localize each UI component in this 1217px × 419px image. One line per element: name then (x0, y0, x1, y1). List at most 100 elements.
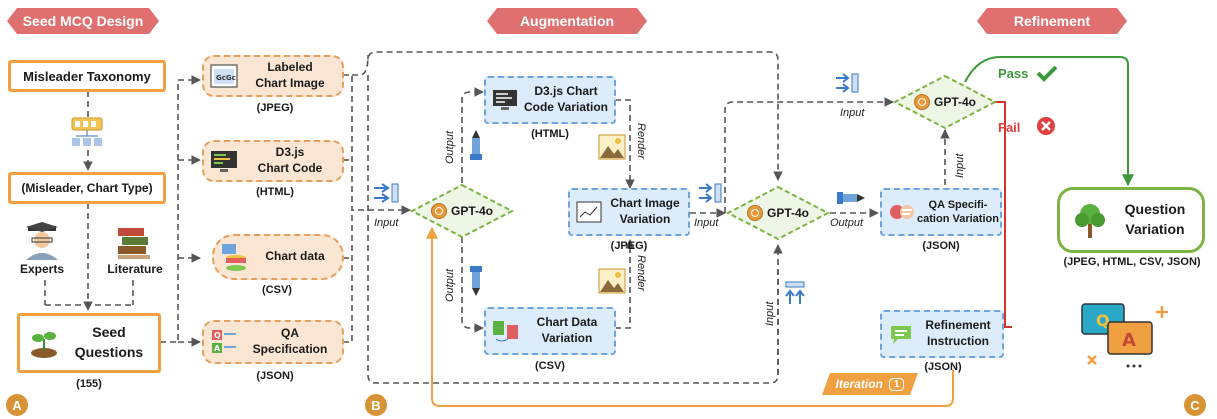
input-label-bottom: Input (764, 301, 776, 326)
gpt-diamond-shape-3 (893, 74, 997, 130)
render-label-bottom: Render (635, 255, 647, 292)
chart-image-label-2: Chart Image (255, 76, 325, 90)
expert-icon (26, 222, 58, 260)
qa-label-1: QA (281, 326, 299, 341)
qa-chat-icon (890, 205, 914, 219)
image-var-label-2: Variation (619, 212, 671, 226)
books-icon (118, 228, 150, 259)
input-arrow-icon-2 (699, 183, 722, 203)
svg-text:GcGc: GcGc (216, 74, 236, 82)
code-var-label-1: D3.js Chart (534, 84, 598, 99)
svg-text:Q: Q (214, 331, 221, 340)
misleader-chart-type-label: (Misleader, Chart Type) (21, 181, 153, 195)
tree-icon (1075, 204, 1105, 238)
image-var-label-1: Chart Image (610, 196, 680, 211)
banner-augmentation-label: Augmentation (519, 13, 615, 29)
qa-bubbles-icon: Q A (1081, 303, 1168, 368)
gpt-node-qa: GPT-4o (726, 185, 830, 241)
pass-label: Pass (998, 66, 1029, 81)
misleader-taxonomy-box: Misleader Taxonomy (8, 60, 166, 92)
iteration-badge: Iteration 1 (822, 373, 918, 395)
taxonomy-tree-icon (71, 117, 103, 146)
gpt-label-1: GPT-4o (450, 204, 493, 218)
gpt-label-2: GPT-4o (766, 206, 809, 220)
output-label-up: Output (444, 130, 456, 164)
data-var-format: (CSV) (535, 360, 565, 372)
svg-text:A: A (1122, 330, 1136, 351)
chart-code-format: (HTML) (256, 186, 294, 198)
render-label-top: Render (635, 123, 647, 160)
chart-data-box: Chart data (212, 234, 344, 280)
chart-image-label-1: Labeled (267, 60, 313, 75)
data-var-label-2: Variation (541, 331, 593, 345)
qa-var-label-1: QA Specifi- (928, 198, 988, 211)
refine-label-1: Refinement (925, 318, 991, 333)
cross-icon (1037, 117, 1055, 135)
gpt-logo-icon-2 (746, 205, 763, 221)
input-label-1: Input (374, 217, 399, 229)
gpt-logo-icon-3 (913, 94, 930, 110)
seed-questions-label-2: Questions (74, 344, 144, 360)
chart-image-icon-2 (576, 201, 602, 223)
chart-data-label: Chart data (265, 249, 325, 264)
fail-label: Fail (998, 120, 1021, 135)
question-var-formats: (JPEG, HTML, CSV, JSON) (1063, 256, 1201, 268)
qa-variation-box: QA Specifi-cation Variation (880, 188, 1002, 236)
input-arrow-icon (374, 183, 399, 203)
input-label-3: Input (840, 107, 865, 119)
iteration-label: Iteration (835, 377, 883, 391)
qa-icon: QA (212, 330, 236, 353)
output-pen-up-icon (470, 130, 482, 160)
qa-var-label-2: cation Variation (917, 213, 999, 225)
refine-chat-icon (891, 326, 911, 344)
database-icon (222, 244, 246, 271)
experts-label: Experts (19, 262, 65, 276)
banner-augmentation: Augmentation (487, 8, 647, 34)
svg-text:A: A (214, 344, 221, 353)
gpt-diamond-shape (410, 183, 514, 239)
data-var-label-1: Chart Data (536, 315, 598, 330)
gpt-diamond-shape-2 (726, 185, 830, 241)
refine-label-2: Instruction (927, 334, 989, 348)
code-monitor-icon (211, 151, 237, 172)
code-var-label-2: Code Variation (523, 100, 609, 114)
qa-format: (JSON) (256, 370, 294, 382)
misleader-chart-type-box: (Misleader, Chart Type) (8, 172, 166, 204)
output-label-down: Output (444, 268, 456, 302)
banner-seed-mcq-design: Seed MCQ Design (7, 8, 159, 34)
code-monitor-icon-2 (493, 90, 517, 110)
sprout-icon (31, 332, 57, 358)
render-image-icon-top (598, 134, 626, 160)
output-pen-down-icon (470, 266, 482, 296)
question-var-label-2: Variation (1125, 221, 1185, 237)
qa-var-format: (JSON) (922, 240, 960, 252)
iteration-cycle-icon: 1 (889, 378, 905, 391)
input-arrow-icon-3 (836, 73, 859, 93)
banner-seed-label: Seed MCQ Design (22, 13, 144, 29)
chart-code-label-1: D3.js (275, 145, 305, 160)
refine-format: (JSON) (924, 361, 962, 373)
misleader-taxonomy-label: Misleader Taxonomy (23, 68, 151, 84)
chart-image-format: (JPEG) (256, 102, 294, 114)
image-var-format: (JPEG) (610, 240, 648, 252)
section-letter-c: C (1184, 394, 1206, 416)
gpt-logo-icon (430, 203, 447, 219)
data-variation-icon (493, 321, 518, 342)
chart-data-format: (CSV) (262, 284, 292, 296)
input-label-qa-up: Input (954, 153, 966, 178)
qa-label-2: Specification (252, 342, 328, 356)
question-var-label-1: Question (1124, 201, 1186, 218)
seed-questions-label-1: Seed (92, 324, 126, 341)
code-var-format: (HTML) (531, 128, 569, 140)
gpt-node-refine: GPT-4o (893, 74, 997, 130)
render-image-icon-bottom (598, 268, 626, 294)
section-letter-b: B (365, 394, 387, 416)
svg-text:Q: Q (1096, 311, 1110, 330)
